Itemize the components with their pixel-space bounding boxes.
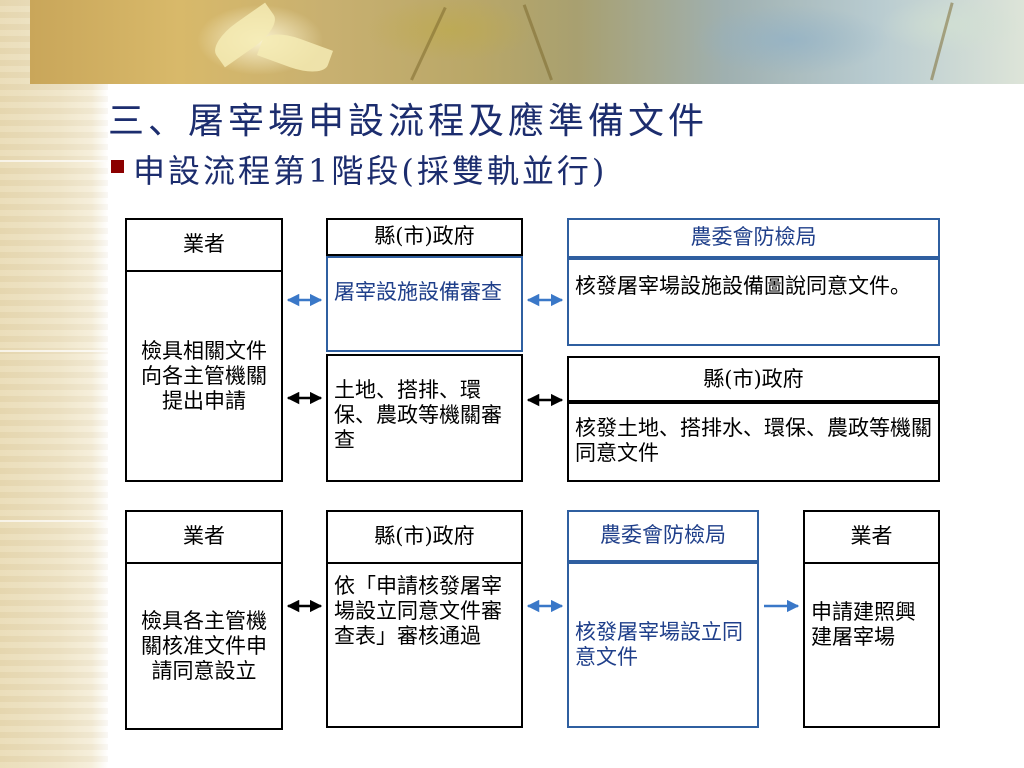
county-header-2: 縣(市)政府 [326, 510, 523, 564]
county-header: 縣(市)政府 [326, 218, 523, 256]
decorative-top-banner [30, 0, 1024, 84]
land-review-box: 土地、搭排、環保、農政等機關審查 [326, 354, 523, 482]
strip-seam [0, 520, 108, 522]
slide-title: 三、屠宰場申設流程及應準備文件 [108, 101, 709, 142]
decorative-side-strip [0, 0, 108, 768]
coa-header: 農委會防檢局 [567, 218, 940, 258]
strip-seam [0, 160, 108, 162]
bullet-square-icon [111, 160, 124, 173]
strip-seam [0, 350, 108, 352]
building-permit-box: 申請建照興建屠宰場 [803, 562, 940, 728]
land-approval-box: 核發土地、搭排水、環保、農政等機關同意文件 [567, 402, 940, 482]
operator-application-box: 檢具相關文件向各主管機關提出申請 [125, 270, 283, 482]
facility-review-box: 屠宰設施設備審查 [326, 256, 523, 352]
establishment-approval-box: 核發屠宰場設立同意文件 [567, 562, 759, 728]
operator-submit-box: 檢具各主管機關核准文件申請同意設立 [125, 562, 283, 730]
operator-header: 業者 [125, 218, 283, 272]
facility-approval-box: 核發屠宰場設施設備圖說同意文件。 [567, 258, 940, 346]
slide-subtitle: 申設流程第1階段(採雙軌並行) [133, 152, 608, 190]
county2-header: 縣(市)政府 [567, 356, 940, 402]
final-operator-header: 業者 [803, 510, 940, 564]
county-review-box: 依「申請核發屠宰場設立同意文件審查表」審核通過 [326, 562, 523, 728]
coa-header-2: 農委會防檢局 [567, 510, 759, 562]
